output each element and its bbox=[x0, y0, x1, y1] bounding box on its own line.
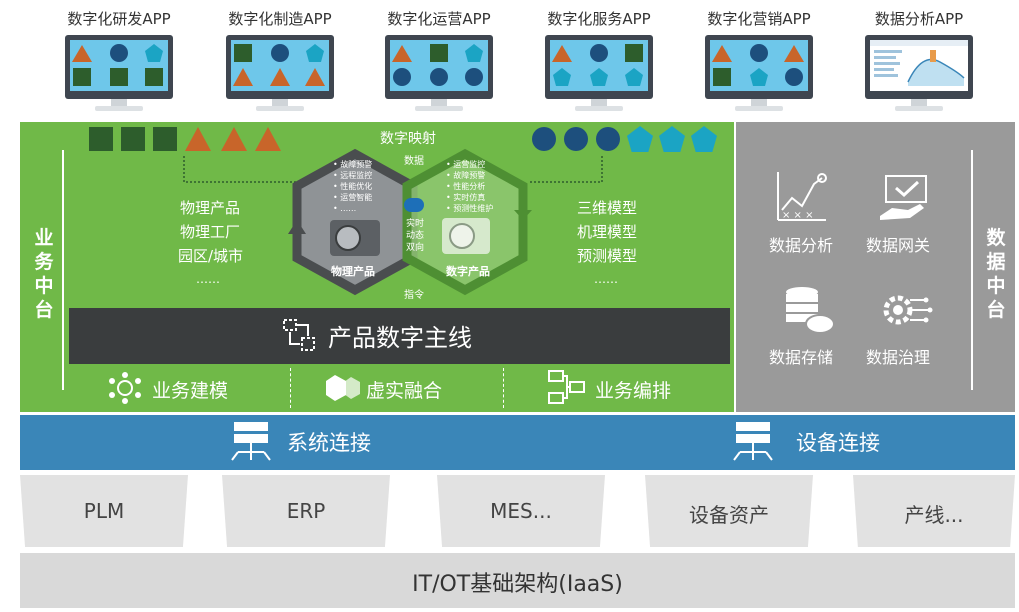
server-icon bbox=[231, 422, 271, 461]
divider bbox=[971, 150, 973, 390]
right-item: 三维模型 bbox=[577, 199, 638, 217]
gear-circuit-icon bbox=[883, 295, 933, 325]
command-label: 指令 bbox=[404, 290, 424, 301]
system-block-mes[interactable]: MES... bbox=[437, 475, 605, 547]
main-thread-label: 产品数字主线 bbox=[328, 324, 472, 352]
business-center-label: 业务中台 bbox=[34, 227, 54, 321]
right-item: 机理模型 bbox=[577, 223, 638, 241]
system-connection-label: 系统连接 bbox=[287, 431, 371, 455]
dotted-connector bbox=[183, 156, 603, 183]
app-title-svc: 数字化服务APP bbox=[547, 10, 651, 28]
mapping-title: 数字映射 bbox=[380, 131, 436, 147]
data-analysis-label: 数据分析 bbox=[769, 236, 834, 255]
digital-thread-bar bbox=[69, 308, 730, 364]
digital-twin-hexagons bbox=[288, 148, 532, 296]
left-item: 园区/城市 bbox=[178, 247, 244, 265]
app-monitor-mkt[interactable] bbox=[705, 35, 813, 115]
divider bbox=[503, 368, 504, 408]
business-orchestration-label: 业务编排 bbox=[595, 380, 672, 402]
physical-bullets: • 故障预警 • 远程监控 • 性能优化 • 运营智能 • …… bbox=[333, 160, 373, 213]
database-cloud-icon bbox=[786, 287, 835, 334]
cloud-icon bbox=[404, 198, 424, 212]
sync-text: 实时 动态 双向 bbox=[406, 219, 425, 253]
app-title-data: 数据分析APP bbox=[874, 10, 964, 28]
business-modeling-label: 业务建模 bbox=[152, 380, 229, 402]
app-screen-shapes bbox=[231, 40, 329, 91]
left-item: 物理工厂 bbox=[180, 223, 241, 241]
thread-icon bbox=[283, 319, 315, 351]
dashboard-thumbnail-icon bbox=[870, 40, 968, 91]
network-icon bbox=[109, 372, 141, 404]
divider bbox=[290, 368, 291, 408]
right-item: …… bbox=[594, 272, 618, 286]
data-label: 数据 bbox=[404, 156, 424, 167]
app-screen-shapes bbox=[550, 40, 648, 91]
virtual-real-fusion-label: 虚实融合 bbox=[366, 380, 443, 402]
data-gateway-label: 数据网关 bbox=[866, 236, 931, 255]
data-governance-label: 数据治理 bbox=[866, 348, 931, 367]
app-screen-shapes bbox=[390, 40, 488, 91]
system-block-production-line[interactable]: 产线... bbox=[853, 475, 1015, 547]
app-monitor-svc[interactable] bbox=[545, 35, 653, 115]
device-connection-label: 设备连接 bbox=[796, 431, 880, 455]
connection-bar bbox=[20, 415, 1015, 470]
app-monitor-data[interactable] bbox=[865, 35, 973, 115]
app-title-rd: 数字化研发APP bbox=[67, 10, 171, 28]
left-item: …… bbox=[196, 272, 220, 286]
app-title-mfg: 数字化制造APP bbox=[228, 10, 332, 28]
right-item: 预测模型 bbox=[577, 247, 638, 265]
app-monitor-rd[interactable] bbox=[65, 35, 173, 115]
system-block-plm[interactable]: PLM bbox=[20, 475, 188, 547]
digital-bullets: • 运营监控 • 故障预警 • 性能分析 • 实时仿真 • 预测性维护 bbox=[446, 160, 494, 213]
data-center-panel bbox=[736, 122, 1015, 412]
analysis-chart-icon: × × × bbox=[777, 172, 827, 221]
system-block-erp[interactable]: ERP bbox=[222, 475, 390, 547]
left-item: 物理产品 bbox=[180, 199, 241, 217]
infrastructure-bar bbox=[20, 553, 1015, 608]
orchestration-icon bbox=[548, 370, 585, 404]
app-monitor-mfg[interactable] bbox=[226, 35, 334, 115]
system-block-device-assets[interactable]: 设备资产 bbox=[645, 475, 813, 547]
app-title-mkt: 数字化营销APP bbox=[707, 10, 811, 28]
app-screen-shapes bbox=[70, 40, 168, 91]
app-monitor-ops[interactable] bbox=[385, 35, 493, 115]
svg-text:× × ×: × × × bbox=[782, 210, 814, 221]
divider bbox=[62, 150, 64, 390]
digital-product-title: 数字产品 bbox=[446, 265, 490, 278]
data-center-label: 数据中台 bbox=[986, 227, 1006, 321]
fusion-icon bbox=[326, 375, 360, 401]
app-title-ops: 数字化运营APP bbox=[387, 10, 491, 28]
infrastructure-label: IT/OT基础架构(IaaS) bbox=[412, 572, 623, 597]
server-icon bbox=[733, 422, 773, 461]
gateway-hand-icon bbox=[880, 175, 927, 220]
physical-product-title: 物理产品 bbox=[331, 265, 375, 278]
data-storage-label: 数据存储 bbox=[769, 348, 834, 367]
app-screen-shapes bbox=[710, 40, 808, 91]
